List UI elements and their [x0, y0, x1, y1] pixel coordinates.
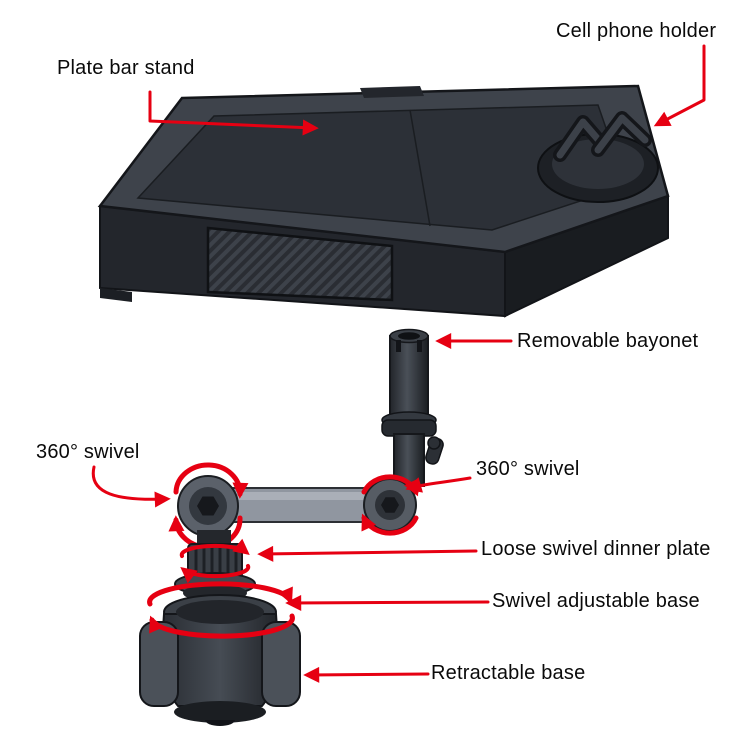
- swivel-arm: [177, 475, 417, 537]
- rotation-arrows-stack: [179, 538, 251, 584]
- label-plate-bar-stand: Plate bar stand: [57, 57, 195, 79]
- cup-base: [139, 594, 301, 726]
- right-flap: [261, 621, 301, 707]
- arrow-swivel-right: [405, 476, 472, 493]
- arrow-retractable-base: [303, 666, 430, 683]
- label-swivel-right: 360° swivel: [476, 458, 580, 480]
- tray: [97, 84, 670, 318]
- carbon-panel: [206, 226, 394, 302]
- label-removable-bayonet: Removable bayonet: [517, 330, 699, 352]
- rotation-arrows-base: [147, 581, 295, 639]
- label-cell-phone-holder: Cell phone holder: [556, 20, 717, 42]
- label-swivel-left: 360° swivel: [36, 441, 140, 463]
- arrow-swivel-adjustable-base: [285, 594, 490, 611]
- label-retractable-base: Retractable base: [431, 662, 586, 684]
- arrow-cell-phone-holder: [653, 44, 706, 127]
- arrow-swivel-left: [91, 465, 171, 508]
- label-swivel-adjustable-base: Swivel adjustable base: [492, 590, 700, 612]
- arrow-plate-bar-stand: [148, 90, 319, 136]
- arrow-loose-swivel-dinner-plate: [257, 545, 478, 562]
- bayonet-pole: [381, 328, 444, 487]
- phone-holder: [537, 111, 659, 203]
- left-flap: [139, 621, 179, 707]
- label-loose-swivel-dinner-plate: Loose swivel dinner plate: [481, 538, 711, 560]
